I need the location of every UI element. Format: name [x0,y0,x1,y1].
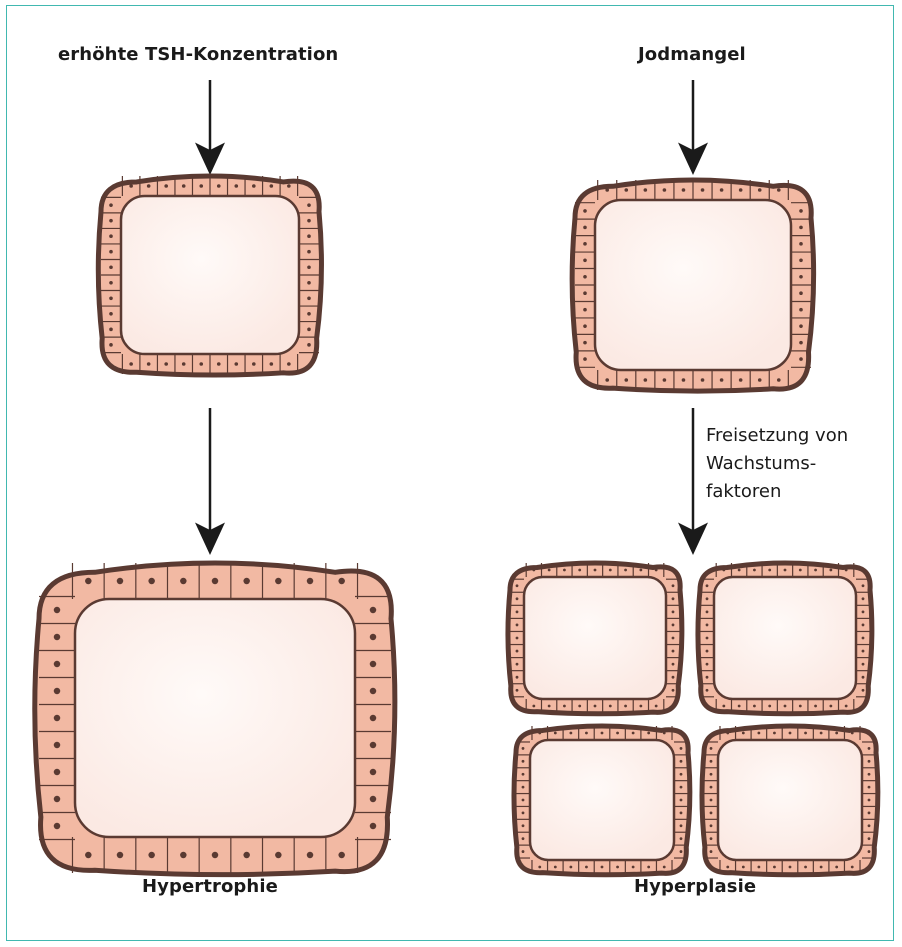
growth-factors-label: Freisetzung von Wachstums- faktoren [706,422,886,506]
follicle-normal-right [572,180,813,391]
growth-factors-line-3: faktoren [706,478,886,506]
hypertrophy-label: Hypertrophie [142,876,278,897]
follicle-hyperplasia-1 [508,563,682,714]
tsh-concentration-label: erhöhte TSH-Konzentration [58,44,338,65]
follicle-lumen [595,200,791,370]
follicle-normal-left [98,176,321,375]
follicle-lumen [714,577,856,699]
follicle-hypertrophy [35,563,395,875]
growth-factors-line-2: Wachstums- [706,450,886,478]
follicle-hyperplasia-4 [702,726,878,875]
hyperplasia-label: Hyperplasie [634,876,756,897]
follicle-hyperplasia-2 [698,563,872,714]
follicle-lumen [530,740,674,860]
follicle-lumen [121,196,299,354]
follicle-hyperplasia-3 [514,726,690,875]
follicle-lumen [75,599,355,837]
follicle-lumen [524,577,666,699]
iodine-deficiency-label: Jodmangel [638,44,746,65]
growth-factors-line-1: Freisetzung von [706,422,886,450]
follicle-lumen [718,740,862,860]
